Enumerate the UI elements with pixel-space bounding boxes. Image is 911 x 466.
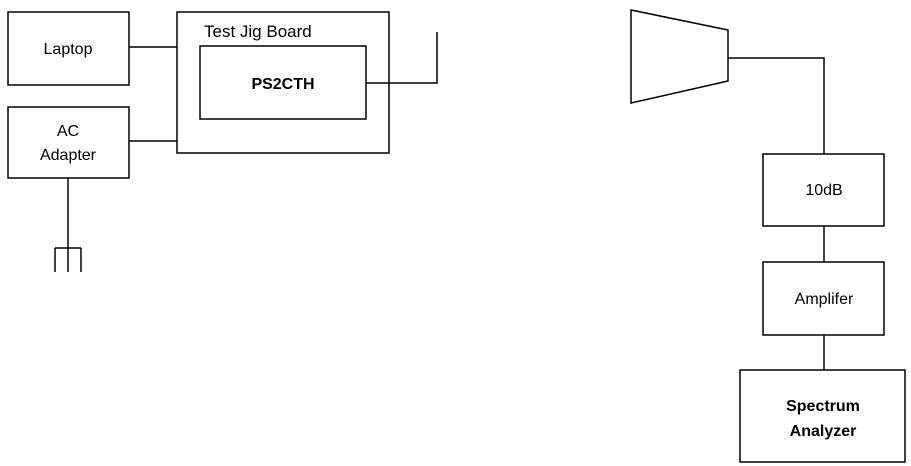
ac-adapter-label-line1: AC: [57, 123, 79, 140]
ac-adapter-label-line2: Adapter: [40, 147, 97, 164]
test-jig-board-title: Test Jig Board: [204, 22, 312, 41]
laptop-block: [7, 11, 130, 86]
laptop-box: [7, 11, 130, 86]
spectrum-analyzer-label-line2: Analyzer: [790, 423, 857, 440]
ps2cth-label: PS2CTH: [251, 76, 314, 93]
laptop-label: Laptop: [44, 41, 93, 58]
ac-adapter-block: [7, 106, 130, 179]
ac-adapter-box: [7, 106, 130, 179]
spectrum-analyzer-label-line1: Spectrum: [786, 398, 860, 415]
ground-plug-icon: [54, 247, 82, 272]
antenna-whip-icon: [366, 32, 438, 84]
spectrum-analyzer-box: [739, 369, 906, 463]
horn-to-attenuator-line: [728, 57, 825, 154]
attenuator-label: 10dB: [805, 182, 842, 199]
horn-antenna-icon: [630, 9, 729, 104]
amplifier-label: Amplifer: [795, 291, 854, 308]
